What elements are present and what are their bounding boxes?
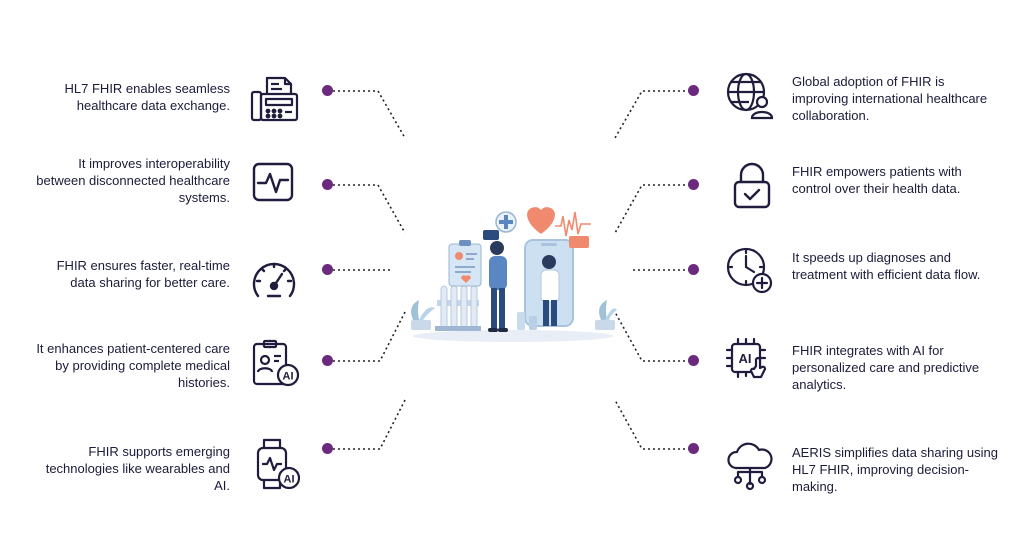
heartbeat-monitor-icon [252,162,294,202]
left-dot-4 [322,355,333,366]
medical-plus-icon [495,211,517,233]
bottle-icon [517,312,525,330]
fax-machine-icon [250,76,299,122]
doctor-patient-illustration [411,207,617,342]
right-item-1-text: Global adoption of FHIR is improving int… [792,74,988,123]
bottle-icon [529,316,537,330]
doctor-figure [540,255,560,326]
left-dot-2 [322,179,333,190]
connector-right-2 [614,184,690,234]
left-dot-5 [322,443,333,454]
globe-users-icon [726,72,774,120]
cloud-network-icon [727,442,773,491]
left-item-1-text: HL7 FHIR enables seamless healthcare dat… [64,81,230,113]
alert-bubble-icon [569,236,589,248]
left-item-5-text: FHIR supports emerging technologies like… [45,444,230,493]
floor-shadow [413,330,613,342]
left-item-3-text: FHIR ensures faster, real-time data shar… [56,258,230,290]
right-plant-icon [595,300,617,330]
clock-plus-icon [726,247,773,294]
test-tube-rack-icon [435,285,481,331]
connector-right-4 [614,311,690,362]
chat-bubble-icon [483,230,499,240]
connector-right-1 [614,90,690,139]
left-item-4-text: It enhances patient-centered care by pro… [36,341,230,390]
left-plant-icon [411,300,435,330]
svg-text:AI: AI [739,351,752,366]
padlock-check-icon [733,162,771,209]
patient-record-ai-icon: AI [252,339,300,387]
right-item-4-text: FHIR integrates with AI for personalized… [792,343,980,392]
speedometer-icon [252,262,296,298]
right-dot-2 [688,179,699,190]
svg-text:AI: AI [284,474,295,486]
smartwatch-ai-icon: AI [256,438,301,490]
right-item-2-text: FHIR empowers patients with control over… [792,164,962,196]
right-dot-4 [688,355,699,366]
right-dot-5 [688,443,699,454]
left-dot-1 [322,85,333,96]
left-item-2-text: It improves interoperability between dis… [36,156,230,205]
left-dot-3 [322,264,333,275]
patient-figure [488,241,508,332]
right-item-5-text: AERIS simplifies data sharing using HL7 … [792,445,998,494]
right-dot-3 [688,264,699,275]
ecg-wave [555,211,591,237]
right-dot-1 [688,85,699,96]
clipboard-icon [448,240,482,287]
connector-left-1 [333,90,406,139]
connector-right-5 [614,399,690,450]
connector-left-2 [333,184,406,234]
connector-left-5 [333,399,406,450]
right-item-3-text: It speeds up diagnoses and treatment wit… [792,250,981,282]
svg-text:AI: AI [283,371,294,383]
connector-left-4 [333,311,406,362]
ai-chip-hand-icon: AI [725,337,767,379]
heart-icon [527,207,555,234]
